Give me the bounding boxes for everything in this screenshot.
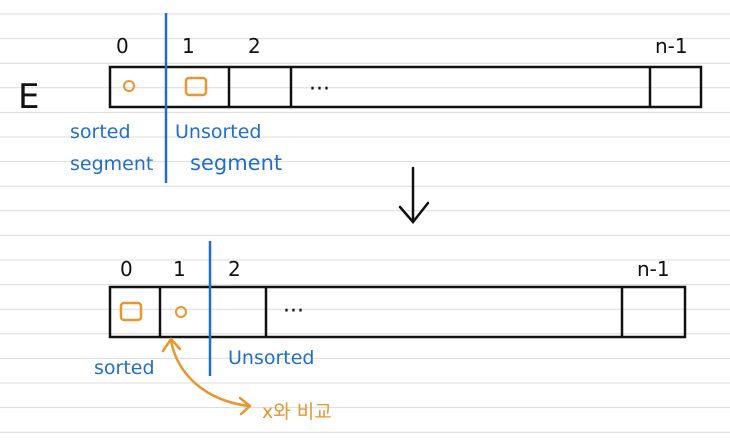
top-sorted-label-line1: sorted [70,121,131,143]
top-index-last: n-1 [655,34,688,58]
ruled-lines [0,13,730,433]
top-unsorted-label-line1: Unsorted [175,121,261,143]
compare-arrowhead-icon [161,336,182,353]
top-ellipsis: ··· [309,77,330,102]
top-array: E 0 1 2 n-1 ··· sorted segment Unsorted … [18,13,703,183]
bottom-sorted-label: sorted [94,357,155,379]
square-marker-icon [119,301,143,322]
bottom-unsorted-label: Unsorted [228,347,314,369]
compare-arrow-icon [169,339,250,408]
circle-marker-icon [175,306,187,318]
bottom-array: 0 1 2 n-1 ··· sorted Unsorted x와 비교 [94,241,687,423]
bottom-index-last: n-1 [637,257,670,281]
compare-arrow-tail-icon [238,396,252,416]
top-index-2: 2 [248,34,261,58]
top-sorted-label-line2: segment [70,153,153,175]
top-index-1: 1 [182,34,195,58]
bottom-index-2: 2 [228,257,241,281]
top-unsorted-label-line2: segment [190,151,282,175]
compare-note: x와 비교 [262,401,332,423]
bottom-ellipsis: ··· [283,299,304,324]
down-arrow-icon [398,166,430,224]
bottom-index-1: 1 [173,257,186,281]
array-label: E [18,77,39,117]
top-index-0: 0 [116,34,129,58]
bottom-index-0: 0 [120,257,133,281]
top-array-box [108,65,703,109]
circle-marker-icon [123,80,135,92]
square-marker-icon [184,76,208,97]
bottom-array-box [108,285,687,339]
